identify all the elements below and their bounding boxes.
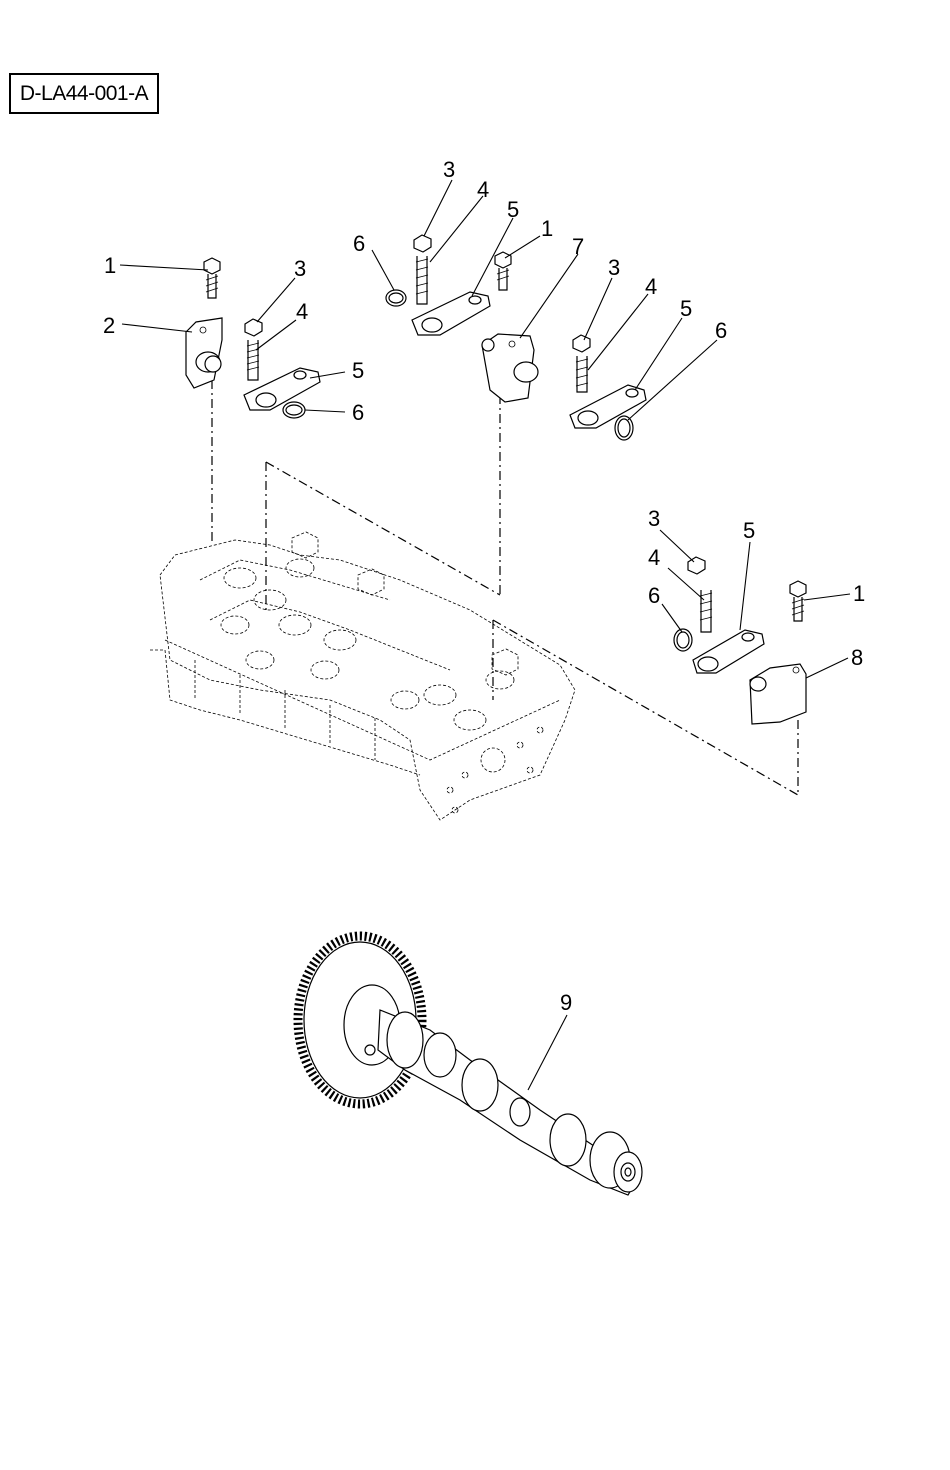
callout-1-lower: 1 [853,581,865,606]
rocker-assembly-d [674,557,806,673]
rocker-assembly-b [386,235,511,335]
callout-6-left: 6 [352,400,364,425]
callout-5-lower: 5 [743,518,755,543]
callout-6-right: 6 [715,318,727,343]
camshaft-9 [298,936,642,1195]
callout-3-lower: 3 [648,506,660,531]
callout-5-left: 5 [352,358,364,383]
callout-5-right: 5 [680,296,692,321]
callout-5-mid: 5 [507,197,519,222]
callout-3-right: 3 [608,255,620,280]
callout-7: 7 [572,234,584,259]
callout-4-lower: 4 [648,545,660,570]
rocker-assembly-a [244,319,320,418]
callout-4-left: 4 [296,299,308,324]
bolt-1-left [204,258,220,298]
callout-9: 9 [560,990,572,1015]
cylinder-head [150,532,575,820]
callout-6-lower: 6 [648,583,660,608]
callout-3-left: 3 [294,256,306,281]
callout-4-right: 4 [645,274,657,299]
rocker-assembly-c [570,335,646,440]
callout-1-mid: 1 [541,216,553,241]
rocker-bracket-7 [482,334,538,402]
callout-6-mid: 6 [353,231,365,256]
callout-1-left: 1 [104,253,116,278]
alignment-lines [212,380,798,795]
callout-3-mid: 3 [443,157,455,182]
callout-4-mid: 4 [477,177,489,202]
rocker-bracket-2 [186,318,222,388]
callout-8: 8 [851,645,863,670]
rocker-bracket-8 [750,664,806,724]
callout-2: 2 [103,313,115,338]
